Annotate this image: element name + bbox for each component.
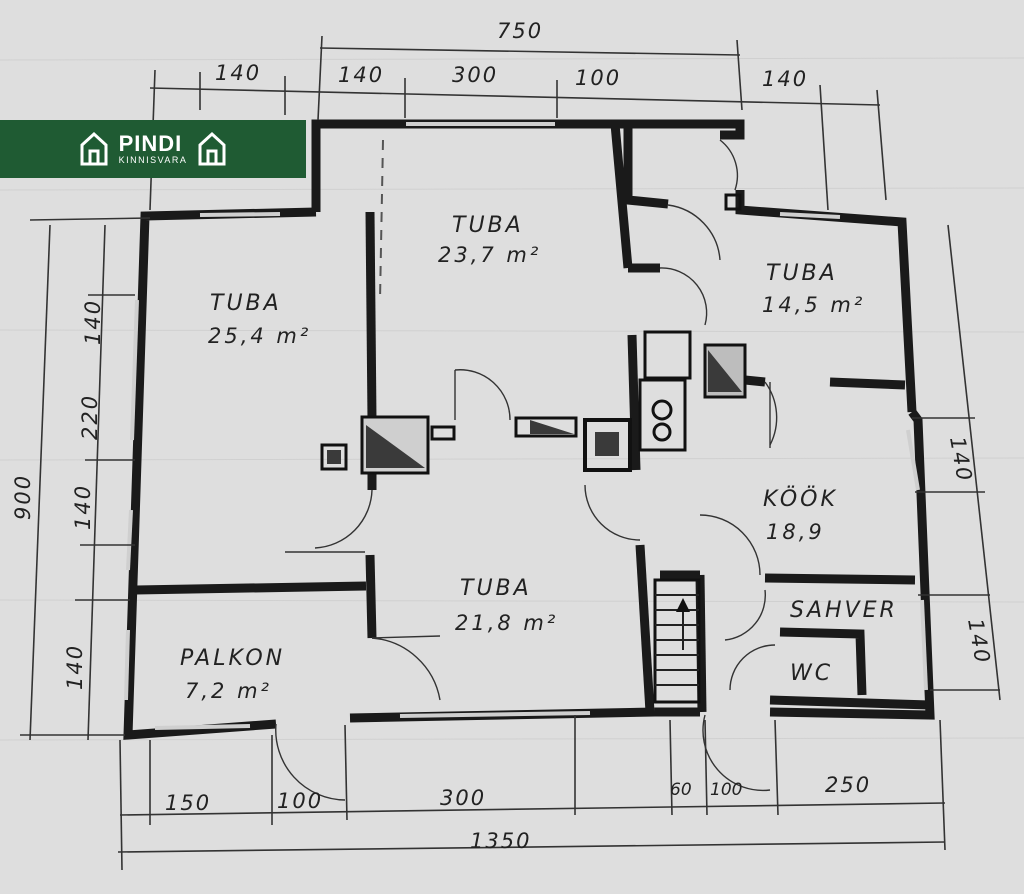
dim-left-1: 140 [81,299,105,345]
dim-top-1: 140 [215,61,261,85]
dim-left-2: 220 [78,394,102,440]
house-icon-right [198,131,226,166]
room-name-tuba-right: TUBA [766,261,838,286]
door-swings [275,139,778,801]
interior-walls [135,124,931,713]
dim-bottom-total: 1350 [470,829,531,853]
stove-right-icon [643,193,747,399]
room-area-tuba-top: 23,7 m² [438,243,541,267]
dim-bottom-6: 250 [825,773,871,797]
room-name-sahver: SAHVER [790,598,898,623]
house-icon [80,131,108,166]
dim-bottom-1: 150 [165,791,211,815]
room-area-palkon: 7,2 m² [185,679,272,703]
room-name-tuba-top: TUBA [452,213,524,238]
room-area-tuba-left: 25,4 m² [208,324,311,348]
room-name-kook: KÖÖK [763,486,838,512]
staircase [653,578,701,704]
stove-center-icon [514,378,687,472]
dim-bottom-5: 100 [710,780,742,800]
room-name-palkon: PALKON [180,646,285,671]
dim-left-3: 140 [71,484,95,530]
dim-top-2: 140 [338,63,384,87]
dim-top-3: 300 [452,63,498,87]
room-area-tuba-bottom: 21,8 m² [455,611,558,635]
stove-left-icon [320,415,456,475]
dim-left-total: 900 [11,474,35,520]
logo-name: PINDI [118,131,183,156]
dim-top-5: 140 [762,67,808,91]
dim-top-total: 750 [497,19,543,43]
dim-left-4: 140 [63,644,87,690]
dim-bottom-4: 60 [670,780,692,800]
room-name-tuba-left: TUBA [210,291,282,316]
logo-text: PINDI KINNISVARA [118,131,188,166]
room-name-tuba-bottom: TUBA [460,576,532,601]
dim-top-4: 100 [575,66,621,90]
logo-banner: PINDI KINNISVARA [0,120,306,178]
dim-bottom-2: 100 [277,789,323,813]
room-area-tuba-right: 14,5 m² [762,293,865,317]
logo-subtitle: KINNISVARA [118,155,188,165]
dimension-labels: 750 140 140 300 100 140 900 140 220 140 … [11,19,995,853]
room-area-kook: 18,9 [766,520,825,544]
dim-bottom-3: 300 [440,786,486,810]
room-labels: TUBA 23,7 m² TUBA 25,4 m² TUBA 14,5 m² K… [180,213,898,703]
room-name-wc: WC [790,661,833,686]
